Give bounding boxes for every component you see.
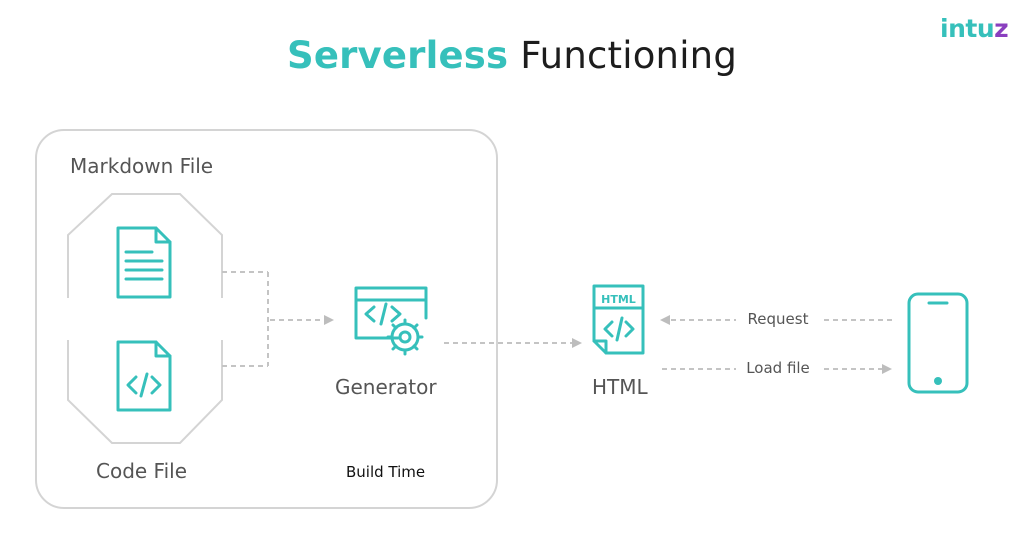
code-file-icon: [116, 340, 172, 412]
source-files-octagon-top: [67, 193, 223, 298]
build-time-label: Build Time: [346, 463, 426, 481]
request-label: Request: [736, 310, 820, 328]
markdown-file-icon: [116, 226, 172, 299]
page-title-rest: Functioning: [520, 34, 738, 77]
generator-label: Generator: [335, 375, 437, 399]
load-file-label: Load file: [736, 359, 820, 377]
brand-logo-part1: intu: [940, 14, 995, 43]
phone-home-button: [934, 377, 942, 385]
generator-icon: [354, 286, 428, 356]
files-to-generator-connector: [222, 271, 334, 367]
brand-logo: intuz: [940, 14, 1009, 43]
build-time-container: [35, 129, 498, 509]
html-file-icon: [592, 284, 645, 355]
code-file-label: Code File: [96, 459, 188, 483]
html-label: HTML: [592, 375, 648, 399]
html-file-icon-text: HTML: [601, 293, 636, 306]
source-files-octagon-bottom: [67, 340, 223, 444]
markdown-file-label: Markdown File: [70, 154, 214, 178]
page-title-accent: Serverless: [286, 34, 509, 77]
brand-logo-part2: z: [994, 14, 1009, 43]
phone-icon: [907, 292, 969, 394]
page-title: Serverless Functioning: [0, 34, 1024, 77]
